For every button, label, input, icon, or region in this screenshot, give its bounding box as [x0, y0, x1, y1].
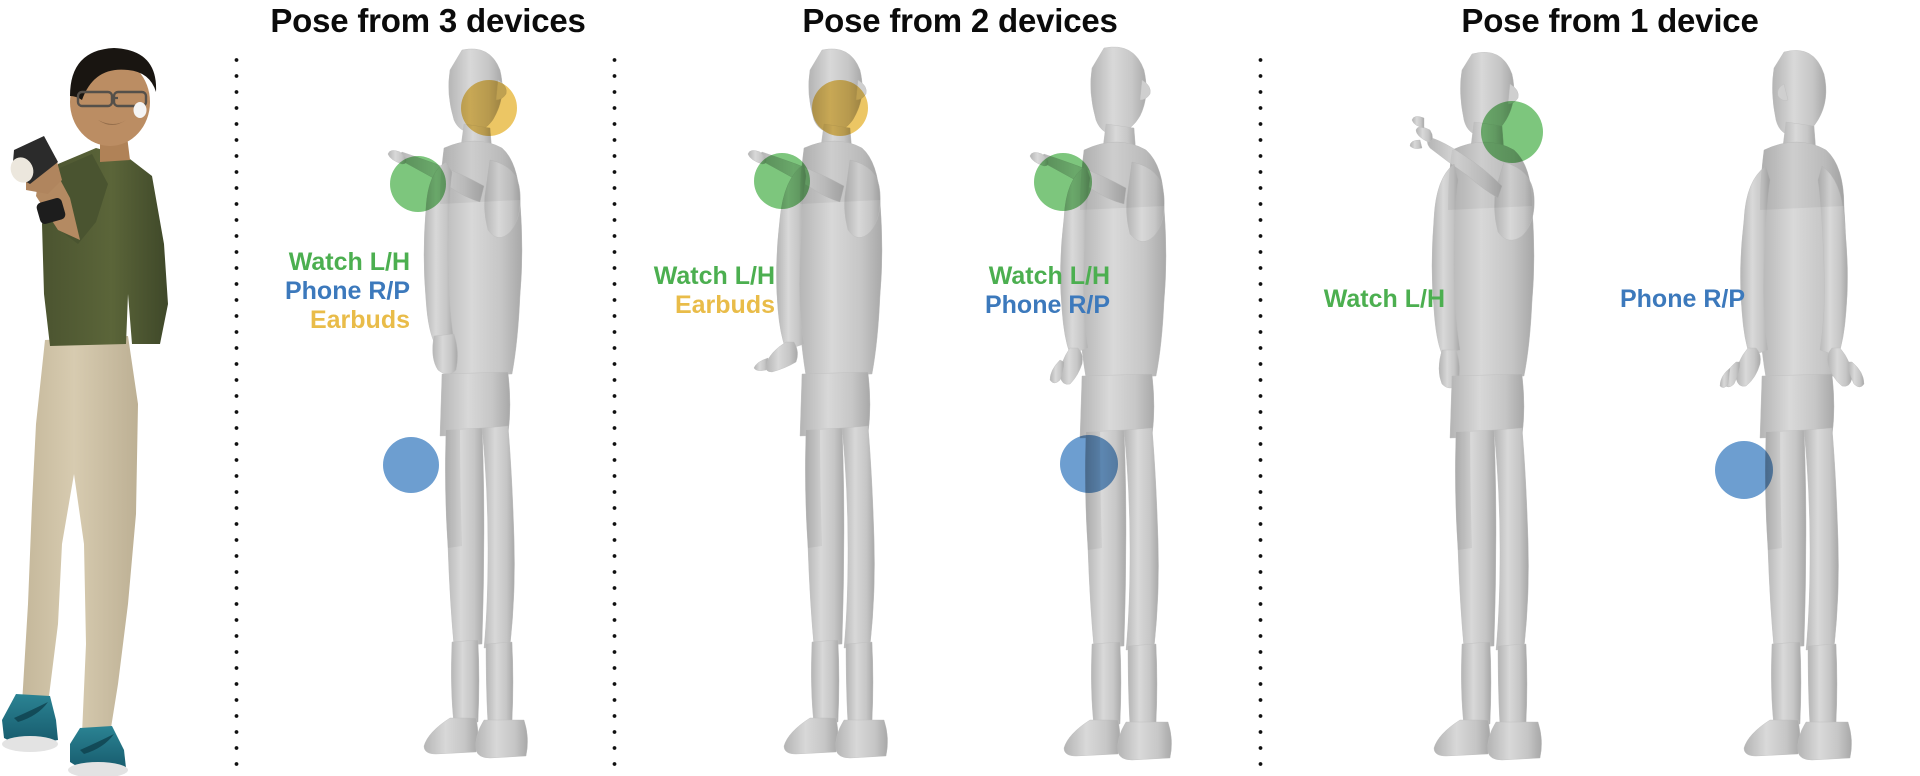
legend-2-devices-a: Watch L/H Earbuds — [654, 262, 775, 320]
legend-2-devices-b: Watch L/H Phone R/P — [985, 262, 1110, 320]
photo-shoe-right — [70, 726, 126, 772]
legend-item-phone: Phone R/P — [984, 291, 1110, 319]
photo-hair — [70, 48, 157, 100]
avatar-2-devices-a — [730, 36, 960, 776]
marker-phone-1dev — [1715, 441, 1773, 499]
panel-title-1-device: Pose from 1 device — [1461, 2, 1759, 39]
avatar-1-device-phone — [1690, 36, 1920, 776]
legend-item-earbuds: Earbuds — [674, 291, 775, 319]
photo-shoe-left — [2, 694, 58, 746]
photo-watch — [36, 198, 66, 224]
legend-item-earbuds: Earbuds — [309, 306, 410, 334]
marker-earbuds-2dev-a — [812, 80, 868, 136]
legend-item-watch: Watch L/H — [288, 248, 410, 276]
photo-pants — [22, 336, 138, 734]
marker-phone-2dev-b — [1060, 435, 1118, 493]
divider-panel1-panel2 — [612, 52, 617, 776]
reference-photo-person — [0, 44, 200, 776]
marker-earbuds-3dev — [461, 80, 517, 136]
divider-photo-panel1 — [234, 52, 239, 776]
legend-item-watch: Watch L/H — [988, 262, 1110, 290]
marker-watch-2dev-a — [754, 153, 810, 209]
legend-1-device-watch: Watch L/H — [1324, 285, 1445, 314]
legend-3-devices: Watch L/H Phone R/P Earbuds — [285, 248, 410, 335]
panel-title-3-devices: Pose from 3 devices — [270, 2, 586, 39]
divider-panel2-panel3 — [1258, 52, 1263, 776]
panel-title-2-devices: Pose from 2 devices — [802, 2, 1118, 39]
avatar-3-devices — [370, 36, 600, 776]
legend-1-device-phone: Phone R/P — [1620, 285, 1745, 314]
marker-phone-3dev — [383, 437, 439, 493]
marker-watch-1dev — [1481, 101, 1543, 163]
legend-item-phone: Phone R/P — [1619, 285, 1745, 313]
legend-item-watch: Watch L/H — [653, 262, 775, 290]
marker-watch-2dev-b — [1034, 153, 1092, 211]
marker-watch-3dev — [390, 156, 446, 212]
legend-item-watch: Watch L/H — [1323, 285, 1445, 313]
avatar-2-devices-b — [1010, 36, 1240, 776]
photo-earbud — [133, 102, 147, 118]
legend-item-phone: Phone R/P — [284, 277, 410, 305]
